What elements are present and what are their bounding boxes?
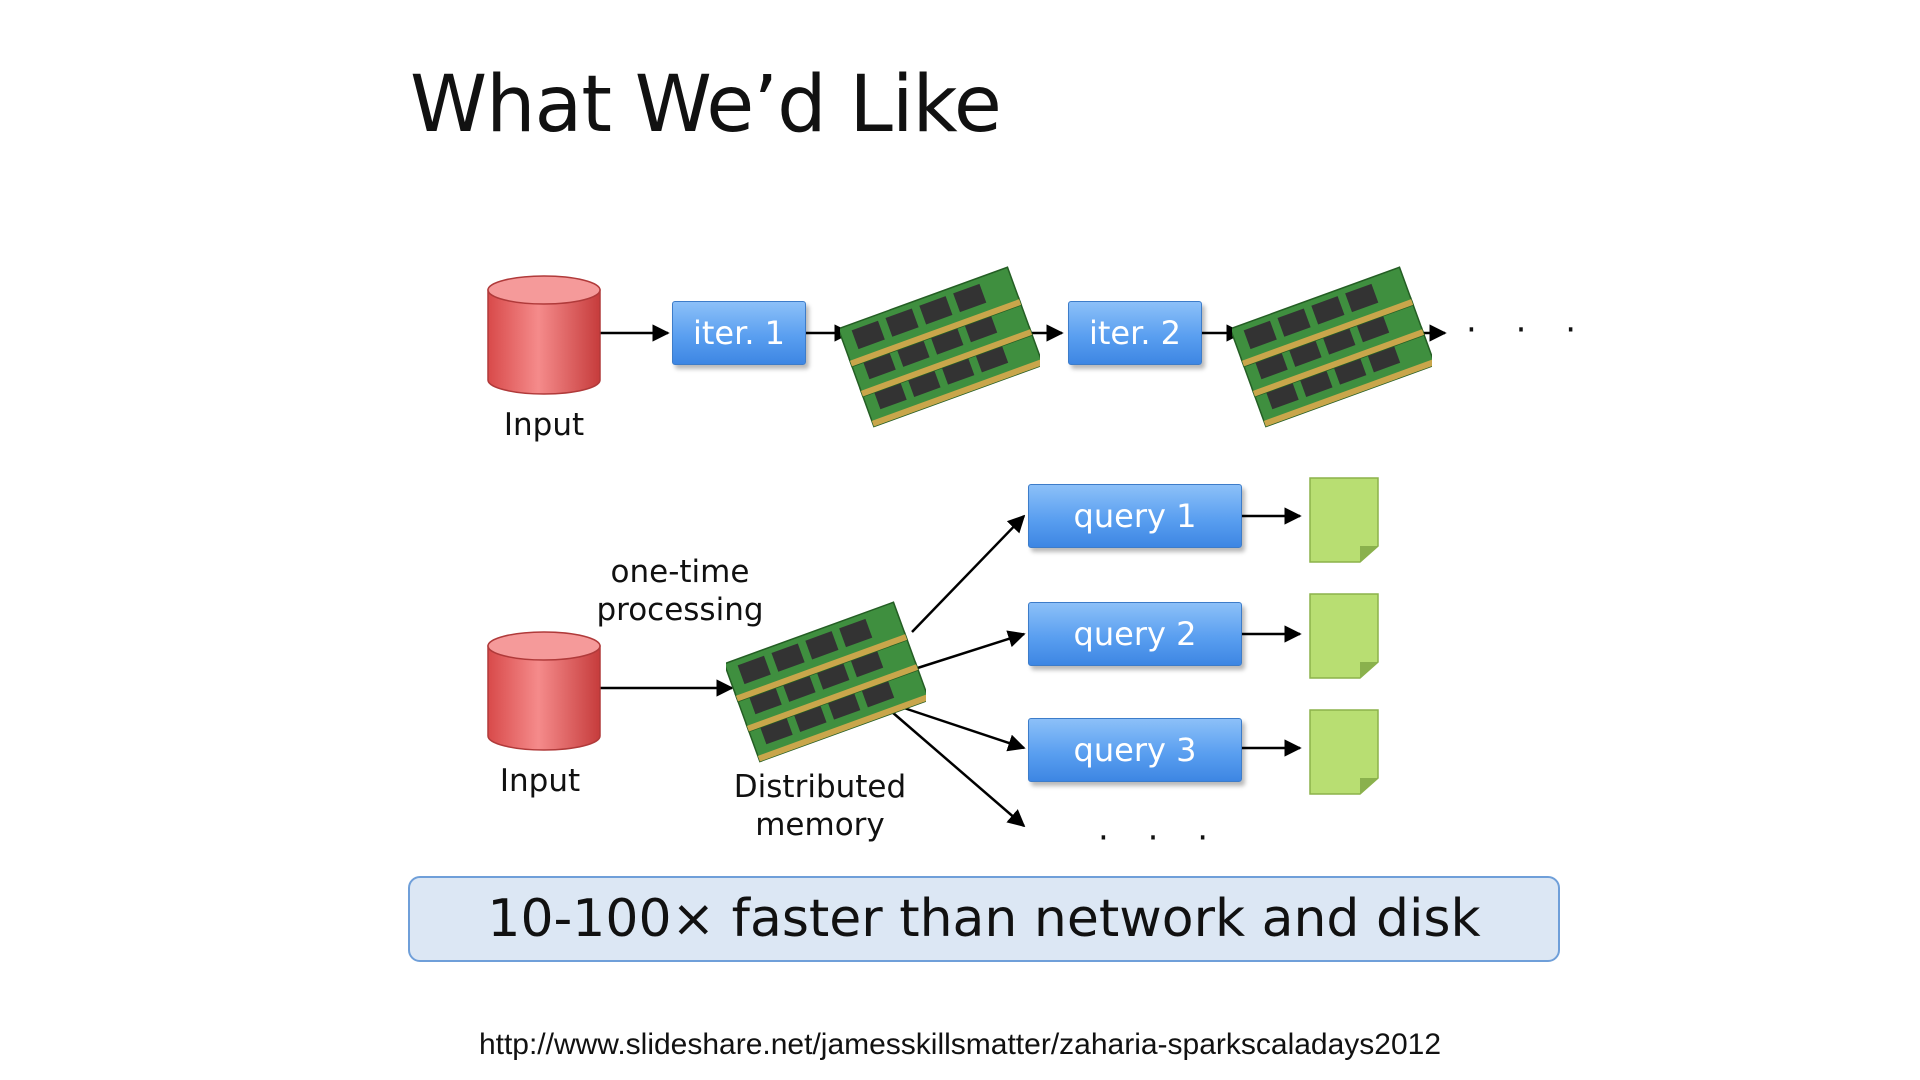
top-row-continuation-dots: · · ·	[1466, 310, 1591, 350]
query-1-box: query 1	[1028, 484, 1242, 548]
query-3-box: query 3	[1028, 718, 1242, 782]
processing-label-line2: processing	[596, 592, 764, 628]
query-2-box: query 2	[1028, 602, 1242, 666]
database-cylinder-icon	[487, 631, 601, 751]
bottom-row-continuation-dots: · · ·	[1098, 818, 1223, 858]
slide-title: What We’d Like	[410, 60, 1002, 150]
iter1-box: iter. 1	[672, 301, 806, 365]
arrow-memory-to-more	[891, 711, 1026, 828]
memory-label-line1: Distributed	[733, 769, 907, 805]
iter2-box: iter. 2	[1068, 301, 1202, 365]
callout-text: 10-100× faster than network and disk	[487, 889, 1481, 949]
ram-modules-icon	[726, 601, 926, 763]
processing-label-line1: one-time	[610, 554, 750, 590]
source-url: http://www.slideshare.net/jamesskillsmat…	[478, 1028, 1442, 1061]
document-icon	[1309, 709, 1379, 795]
database-cylinder-icon	[487, 275, 601, 395]
document-icon	[1309, 477, 1379, 563]
bottom-input-label: Input	[499, 763, 581, 799]
arrow-memory-to-query1	[911, 514, 1026, 633]
ram-modules-icon	[1232, 266, 1432, 428]
speedup-callout: 10-100× faster than network and disk	[408, 876, 1560, 962]
memory-label-line2: memory	[755, 807, 885, 843]
arrow-memory-to-query2	[904, 630, 1026, 674]
arrow-memory-to-query3	[894, 703, 1026, 752]
ram-modules-icon	[840, 266, 1040, 428]
document-icon	[1309, 593, 1379, 679]
top-input-label: Input	[503, 407, 585, 443]
